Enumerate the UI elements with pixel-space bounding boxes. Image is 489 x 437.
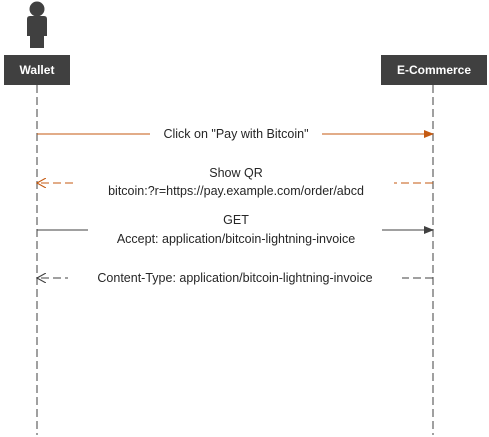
message-content-type-label: Content-Type: application/bitcoin-lightn… bbox=[97, 271, 372, 285]
message-click-pay-label-bg bbox=[150, 124, 322, 142]
wallet-actor-box bbox=[4, 55, 70, 85]
message-get-label-line2: Accept: application/bitcoin-lightning-in… bbox=[117, 232, 355, 246]
message-click-pay: Click on "Pay with Bitcoin" bbox=[37, 124, 434, 142]
message-content-type-label-bg bbox=[68, 269, 402, 287]
message-get: GET Accept: application/bitcoin-lightnin… bbox=[37, 211, 434, 247]
wallet-actor: Wallet bbox=[4, 55, 70, 85]
message-show-qr-label-line2: bitcoin:?r=https://pay.example.com/order… bbox=[108, 184, 364, 198]
message-get-label-bg bbox=[88, 211, 382, 247]
person-silhouette-icon bbox=[27, 1, 47, 48]
message-content-type: Content-Type: application/bitcoin-lightn… bbox=[37, 269, 433, 287]
ecommerce-actor: E-Commerce bbox=[381, 55, 487, 85]
message-get-label-line1: GET bbox=[223, 213, 249, 227]
message-show-qr: Show QR bitcoin:?r=https://pay.example.c… bbox=[37, 163, 433, 199]
ecommerce-actor-label: E-Commerce bbox=[397, 63, 471, 77]
message-show-qr-label-bg bbox=[76, 163, 394, 199]
wallet-actor-label: Wallet bbox=[20, 63, 55, 77]
message-show-qr-label-line1: Show QR bbox=[209, 166, 263, 180]
message-click-pay-label: Click on "Pay with Bitcoin" bbox=[163, 127, 308, 141]
ecommerce-actor-box bbox=[381, 55, 487, 85]
